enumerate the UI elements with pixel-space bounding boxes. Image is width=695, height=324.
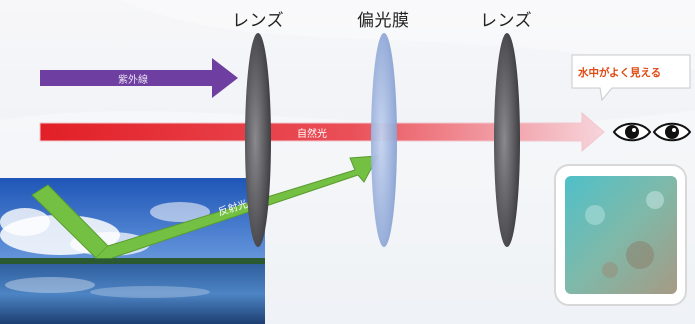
uv-arrow-label: 紫外線	[118, 75, 148, 86]
underwater-photo	[554, 164, 687, 306]
reflected-light-arrow	[31, 155, 379, 259]
callout-bubble	[571, 54, 691, 102]
lens-left-label: レンズ	[232, 11, 285, 31]
uv-arrow	[40, 58, 238, 98]
left-lens	[245, 33, 271, 247]
natural-light-arrow	[39, 111, 605, 153]
right-lens	[494, 33, 520, 247]
eyes	[612, 119, 692, 149]
natural-light-label: 自然光	[297, 129, 327, 140]
polarizing-film	[371, 33, 397, 247]
callout-text: 水中がよく見える	[578, 67, 662, 79]
lens-right-label: レンズ	[480, 11, 533, 31]
eye-icon	[652, 122, 692, 142]
eye-icon	[612, 122, 652, 142]
polarizer-label: 偏光膜	[357, 11, 410, 31]
